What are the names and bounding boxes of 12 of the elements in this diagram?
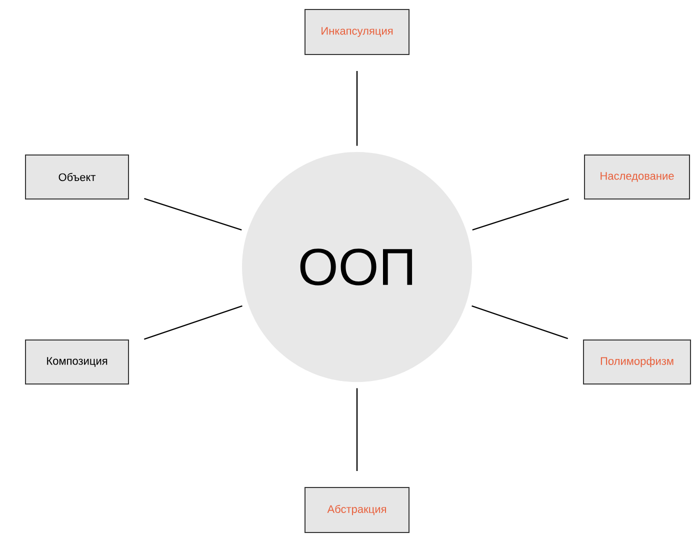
concept-box: Инкапсуляция [304, 9, 410, 55]
connector-line [356, 71, 358, 146]
connector-line [472, 305, 568, 340]
concept-box: Абстракция [304, 487, 410, 533]
concept-box: Полиморфизм [583, 340, 691, 384]
concept-box: Объект [25, 154, 129, 200]
concept-box: Композиция [25, 340, 129, 384]
connector-line [144, 198, 242, 230]
connector-line [356, 388, 358, 471]
concept-box: Наследование [584, 154, 690, 200]
connector-line [472, 198, 569, 230]
connector-line [144, 305, 242, 340]
